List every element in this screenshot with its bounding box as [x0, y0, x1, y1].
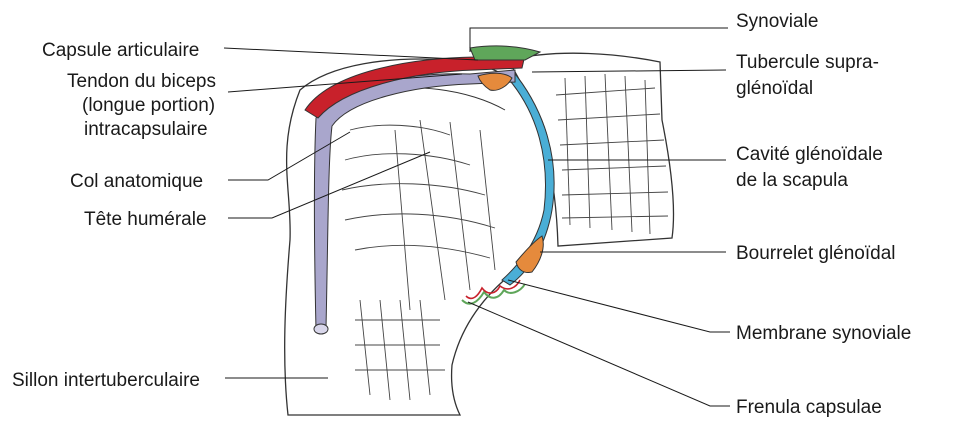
label-tubercule-line1: Tubercule supra- — [736, 52, 879, 73]
label-frenula: Frenula capsulae — [736, 397, 882, 418]
leader-membrane — [508, 280, 730, 332]
label-col: Col anatomique — [70, 171, 203, 192]
label-tubercule-line2: glénoïdal — [736, 78, 813, 99]
label-tendon-line2: (longue portion) — [82, 95, 215, 116]
biceps-tendon-end — [314, 324, 328, 334]
label-cavite-line1: Cavité glénoïdale — [736, 144, 883, 165]
leader-capsule — [224, 48, 478, 60]
label-tendon-line1: Tendon du biceps — [67, 71, 216, 92]
label-membrane: Membrane synoviale — [736, 323, 911, 344]
label-cavite-line2: de la scapula — [736, 170, 848, 191]
label-bourrelet: Bourrelet glénoïdal — [736, 243, 896, 264]
label-tendon-line3: intracapsulaire — [84, 119, 208, 140]
label-synoviale: Synoviale — [736, 11, 818, 32]
leader-frenula — [468, 302, 730, 406]
label-capsule: Capsule articulaire — [42, 40, 199, 61]
label-sillon: Sillon intertuberculaire — [12, 370, 200, 391]
label-tete: Tête humérale — [84, 209, 207, 230]
synovial-top — [470, 46, 540, 60]
